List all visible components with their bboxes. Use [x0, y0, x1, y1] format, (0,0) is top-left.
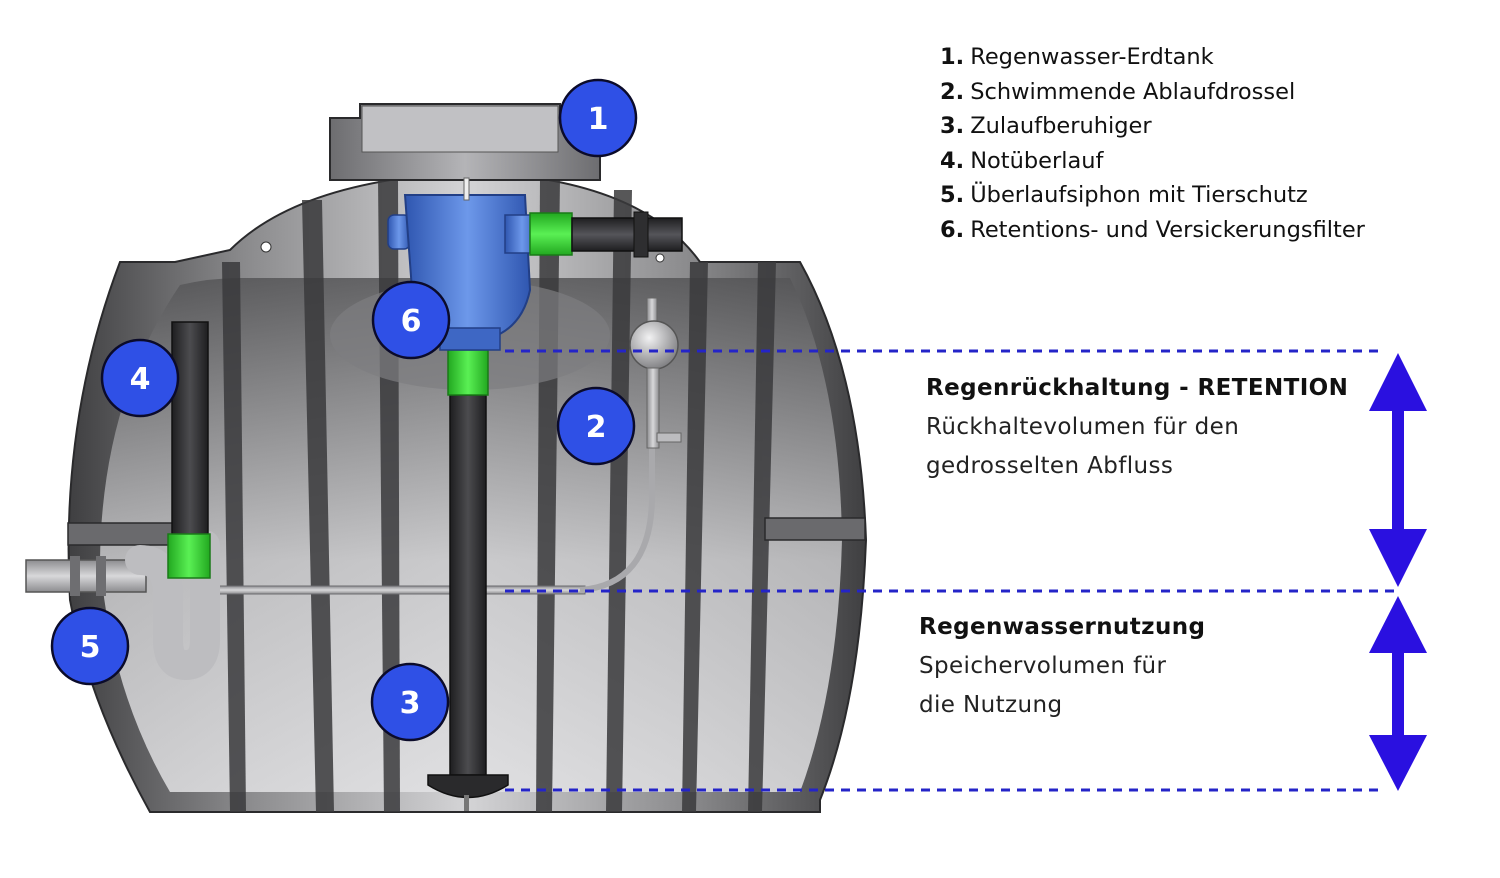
retention-zone-desc-1: Rückhaltevolumen für den [926, 414, 1240, 440]
legend-number: 4. [940, 147, 965, 174]
legend-label: Überlaufsiphon mit Tierschutz [970, 182, 1308, 209]
usage-zone-label: Regenwassernutzung Speichervolumen für d… [919, 608, 1349, 725]
legend-label: Retentions- und Versickerungsfilter [970, 216, 1365, 243]
badge-3-label: 3 [400, 686, 421, 721]
badge-1: 1 [558, 78, 638, 158]
legend-label: Schwimmende Ablaufdrossel [970, 78, 1296, 105]
legend-number: 6. [940, 216, 965, 243]
badge-5-label: 5 [80, 630, 101, 665]
legend-label: Zulaufberuhiger [970, 113, 1152, 140]
component-legend: 1.Regenwasser-Erdtank 2.Schwimmende Abla… [940, 40, 1365, 248]
throttle-hose [579, 445, 655, 593]
inlet-coupling [447, 349, 489, 396]
emergency-overflow-pipe [171, 321, 209, 541]
overflow-siphon [25, 530, 220, 681]
retention-arrow [1369, 353, 1427, 587]
badge-4-label: 4 [130, 362, 151, 397]
usage-zone-title: Regenwassernutzung [919, 614, 1206, 640]
inlet-calmer-pipe [449, 394, 487, 776]
legend-number: 2. [940, 78, 965, 105]
legend-item: 3.Zulaufberuhiger [940, 109, 1365, 144]
legend-item: 4.Notüberlauf [940, 144, 1365, 179]
legend-label: Notüberlauf [970, 147, 1104, 174]
legend-label: Regenwasser-Erdtank [970, 44, 1214, 70]
usage-zone-desc-1: Speichervolumen für [919, 653, 1167, 679]
legend-item: 2.Schwimmende Ablaufdrossel [940, 75, 1365, 110]
badge-6-label: 6 [401, 304, 422, 339]
retention-zone-title: Regenrückhaltung - RETENTION [926, 375, 1349, 401]
inflow-coupling [529, 212, 573, 256]
usage-arrow [1369, 596, 1427, 791]
badge-4: 4 [100, 338, 180, 418]
badge-5: 5 [50, 606, 130, 686]
retention-zone-label: Regenrückhaltung - RETENTION Rückhaltevo… [926, 369, 1356, 486]
badge-1-label: 1 [588, 102, 609, 137]
inlet-calmer-foot [427, 774, 509, 799]
badge-3: 3 [370, 662, 450, 742]
level-lines [505, 349, 1395, 792]
inflow-pipe [571, 217, 683, 252]
legend-number: 3. [940, 113, 965, 140]
legend-number: 5. [940, 182, 965, 209]
legend-item: 1.Regenwasser-Erdtank [940, 40, 1365, 75]
usage-zone-desc-2: die Nutzung [919, 692, 1063, 718]
legend-number: 1. [940, 44, 965, 70]
legend-item: 5.Überlaufsiphon mit Tierschutz [940, 178, 1365, 213]
badge-2: 2 [556, 386, 636, 466]
tank-ribs [222, 178, 776, 812]
legend-item: 6.Retentions- und Versickerungsfilter [940, 213, 1365, 248]
retention-zone-desc-2: gedrosselten Abfluss [926, 453, 1174, 479]
overflow-coupling [167, 533, 211, 579]
badge-6: 6 [371, 280, 451, 360]
floating-throttle [629, 297, 682, 449]
badge-2-label: 2 [586, 410, 607, 445]
